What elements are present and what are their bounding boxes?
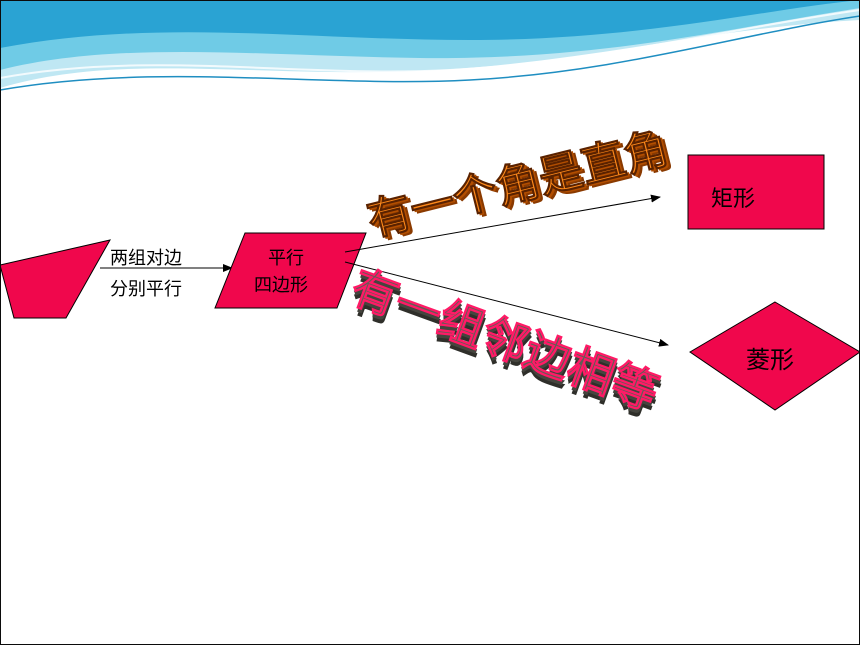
wave-line [0,15,860,91]
quadrilateral-shape [0,239,111,319]
wordart-adjacent-sides-text: 有一组邻边相等 [344,260,665,421]
condition-parallel-line2: 分别平行 [110,279,182,300]
parallelogram-shape [214,232,367,309]
rectangle-label: 矩形 [711,187,755,212]
parallelogram-label-line2: 四边形 [254,275,308,296]
rhombus-shape [689,301,860,411]
condition-parallel-line1: 两组对边 [110,248,182,269]
arrow-to-rectangle [344,194,661,253]
wave-highlight [0,9,860,79]
wordart-adjacent-sides: 有一组邻边相等 有一组邻边相等 有一组邻边相等 [344,259,666,428]
rectangle-shape [687,154,825,230]
wordart-right-angle: 有一个角是直角 有一个角是直角 有一个角是直角 [362,122,678,249]
wave-front [0,0,860,48]
rhombus-label: 菱形 [746,346,794,374]
wave-banner [0,0,860,91]
arrow-to-rhombus [344,261,669,347]
parallelogram-label-line1: 平行 [268,248,304,269]
